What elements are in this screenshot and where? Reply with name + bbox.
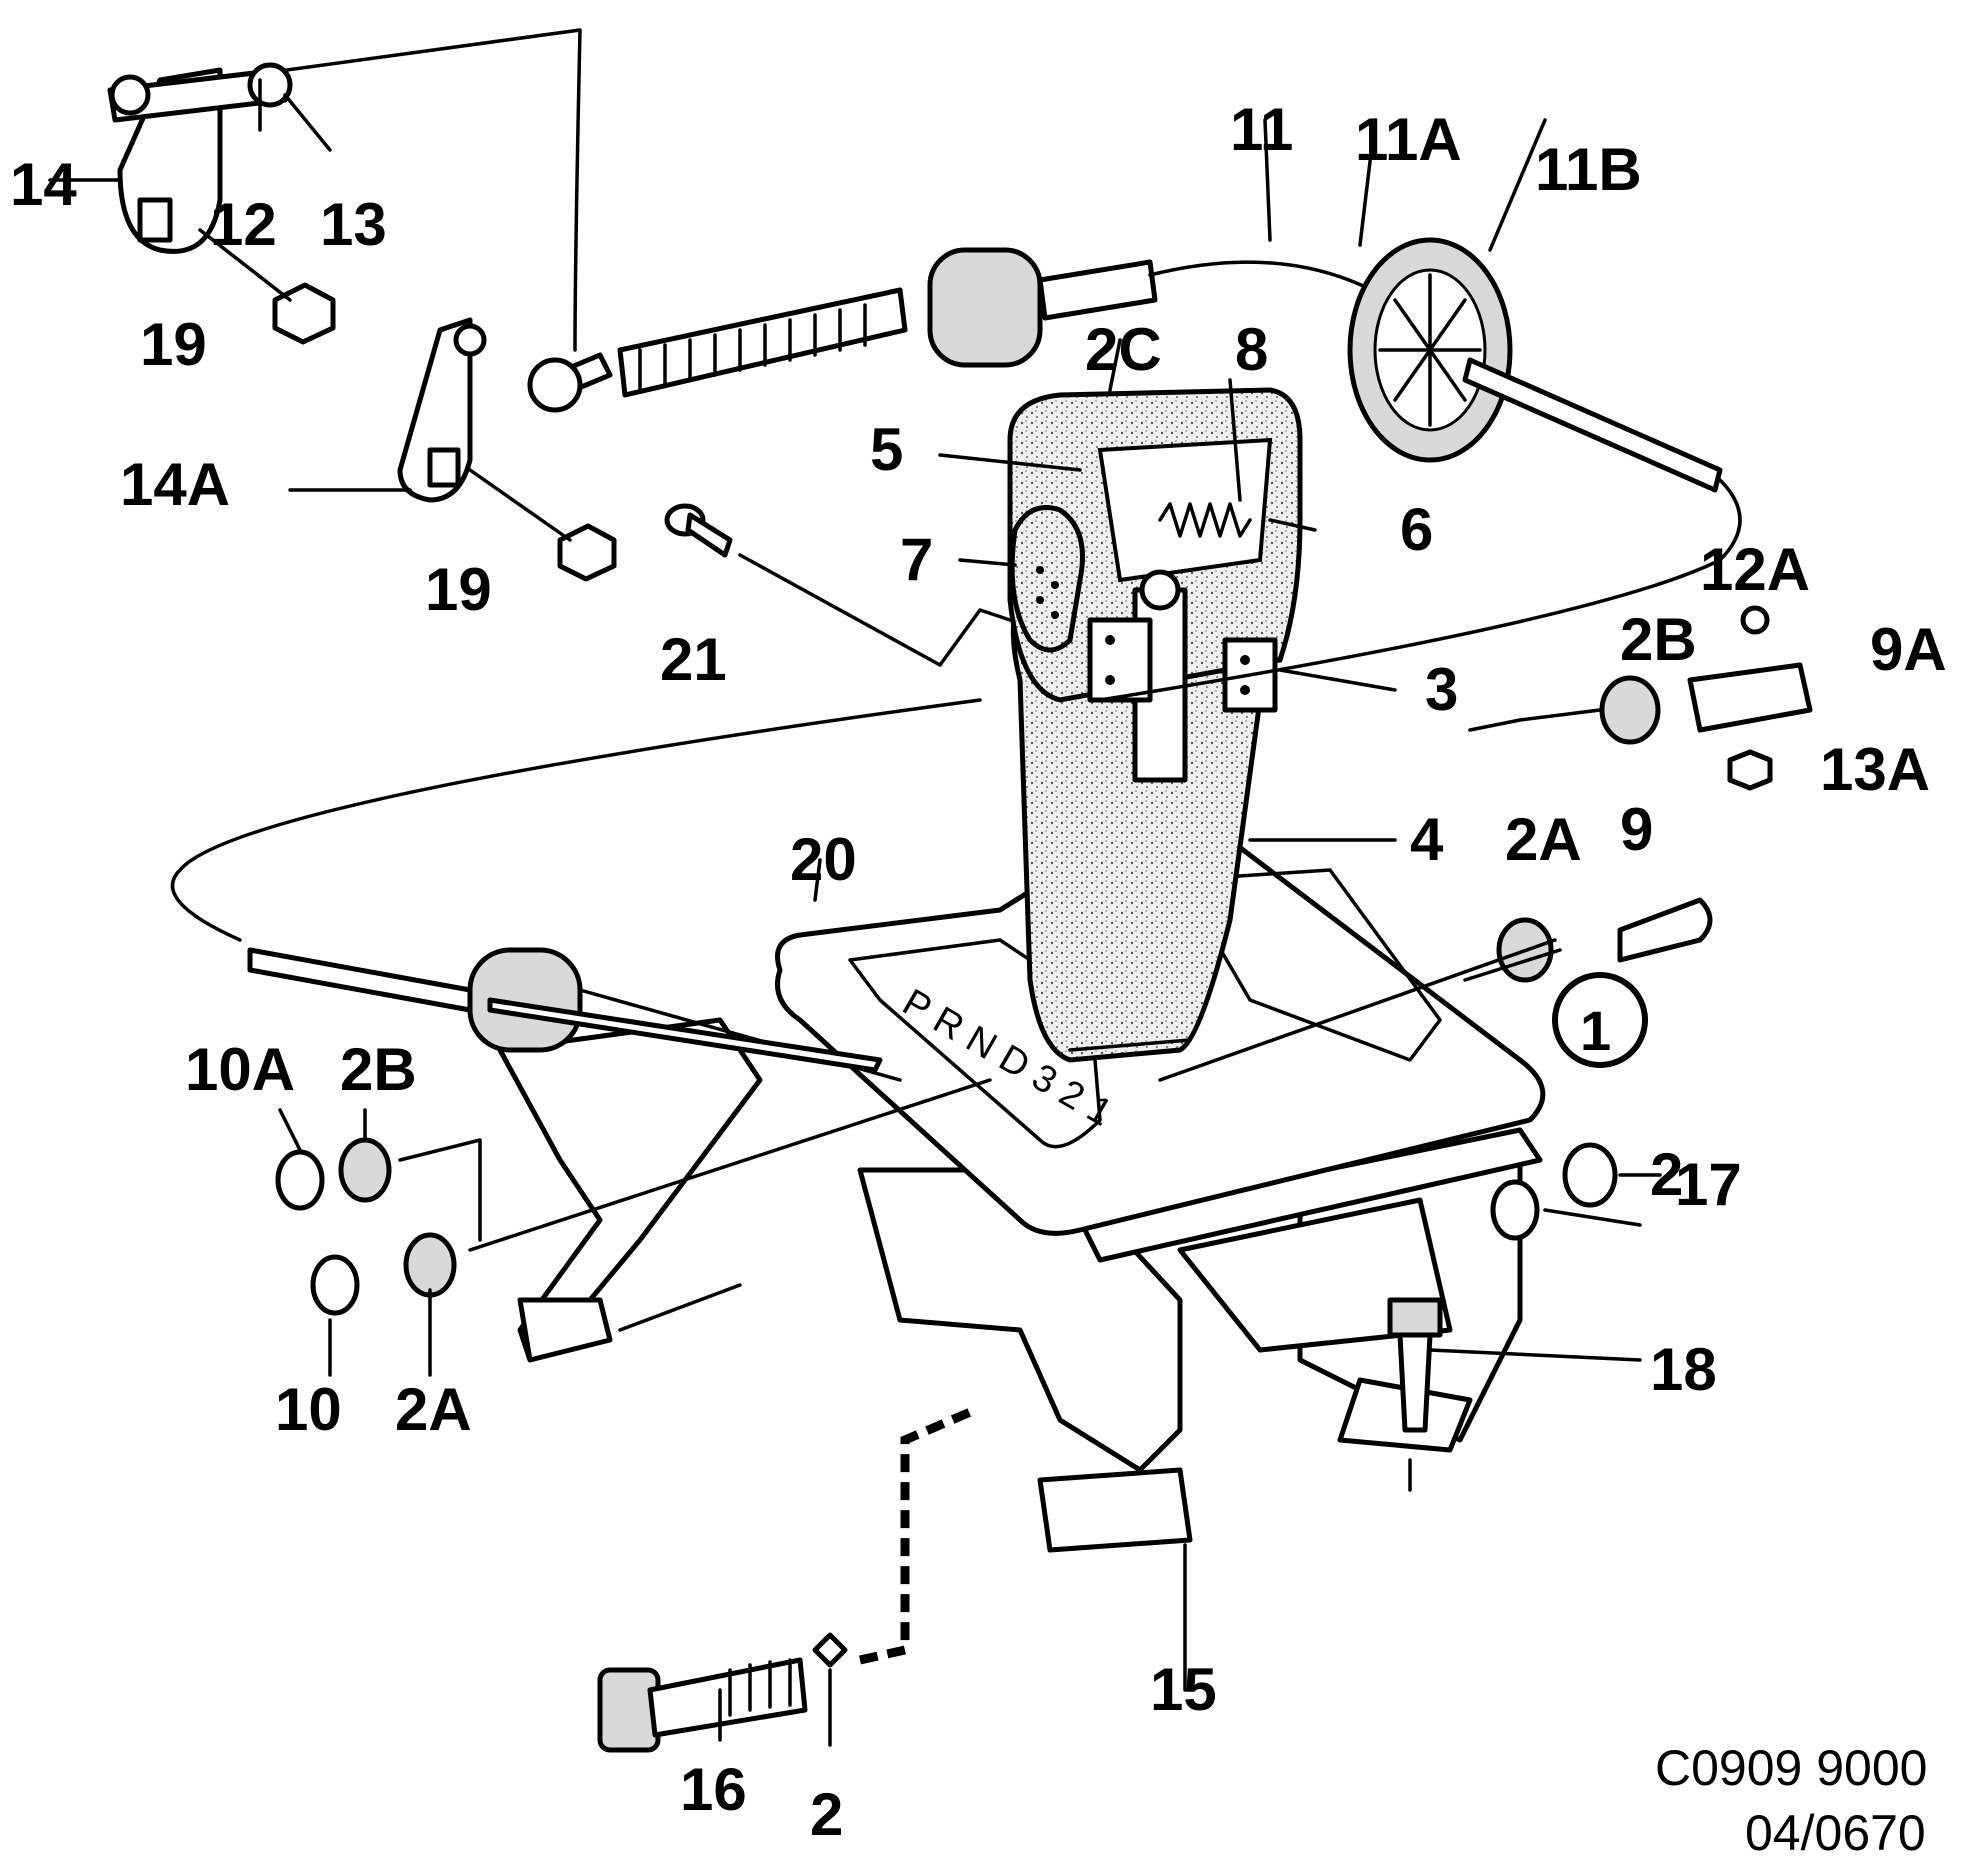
release-button <box>1009 505 1085 653</box>
selector-housing <box>497 1017 1543 1553</box>
callout-5: 5 <box>870 416 903 483</box>
left-washers <box>275 1078 992 1316</box>
lever-arm-14 <box>107 62 293 254</box>
drawing-code: C0909 9000 04/0670 <box>1655 1740 1927 1861</box>
callout-7: 7 <box>900 526 933 593</box>
callout-21: 21 <box>660 626 727 693</box>
lever-handle <box>1007 387 1303 703</box>
callout-15: 15 <box>1150 1656 1217 1723</box>
callout-2C: 2C <box>1085 316 1162 383</box>
callout-11A: 11A <box>1355 106 1462 173</box>
callout-2-right: 2 <box>1650 1141 1683 1208</box>
bolt-18 <box>1387 1297 1443 1492</box>
callout-16: 16 <box>680 1756 747 1823</box>
callout-8: 8 <box>1235 316 1268 383</box>
callout-10: 10 <box>275 1376 342 1443</box>
cable-grommet <box>1098 237 1742 702</box>
lever-arm-14A <box>397 317 487 503</box>
callout-2-bottom: 2 <box>810 1781 843 1848</box>
callout-10A: 10A <box>185 1036 295 1103</box>
callout-12: 12 <box>210 191 277 258</box>
callout-19-top: 19 <box>140 311 207 378</box>
callout-12A: 12A <box>1700 536 1810 603</box>
callout-19-mid: 19 <box>425 556 492 623</box>
callout-4: 4 <box>1410 806 1444 873</box>
nuts-19 <box>198 228 617 582</box>
callout-20: 20 <box>790 826 857 893</box>
callout-17: 17 <box>1675 1151 1742 1218</box>
callout-9A: 9A <box>1870 616 1947 683</box>
callout-14: 14 <box>10 151 77 218</box>
callout-labels: 1 2 2 2A 2A 2B 2B 2C 3 4 5 6 7 8 9 9A 10… <box>10 96 1947 1848</box>
drawing-code-line-1: C0909 9000 <box>1655 1740 1927 1796</box>
callout-13A: 13A <box>1820 736 1930 803</box>
callout-18: 18 <box>1650 1336 1717 1403</box>
screw-21 <box>664 503 1012 667</box>
callout-2A-left: 2A <box>395 1376 472 1443</box>
item-1-ring <box>1552 972 1648 1068</box>
callout-2B-left: 2B <box>340 1036 417 1103</box>
upper-cable <box>138 28 1392 413</box>
callout-1: 1 <box>1580 999 1611 1062</box>
callout-11B: 11B <box>1535 136 1642 203</box>
callout-3: 3 <box>1425 656 1458 723</box>
callout-9: 9 <box>1620 796 1653 863</box>
bolt-16 <box>597 1405 977 1753</box>
callout-11: 11 <box>1230 96 1293 163</box>
pushrod-assembly <box>1087 569 1278 783</box>
leader-lines <box>48 78 1662 1747</box>
callout-2B-right: 2B <box>1620 606 1697 673</box>
callout-13: 13 <box>320 191 387 258</box>
callout-14A: 14A <box>120 451 230 518</box>
callout-2A-right: 2A <box>1505 806 1582 873</box>
drawing-code-line-2: 04/0670 <box>1745 1805 1926 1861</box>
callout-6: 6 <box>1400 496 1433 563</box>
lower-cable <box>170 698 982 1082</box>
lever-spring <box>1158 502 1252 538</box>
